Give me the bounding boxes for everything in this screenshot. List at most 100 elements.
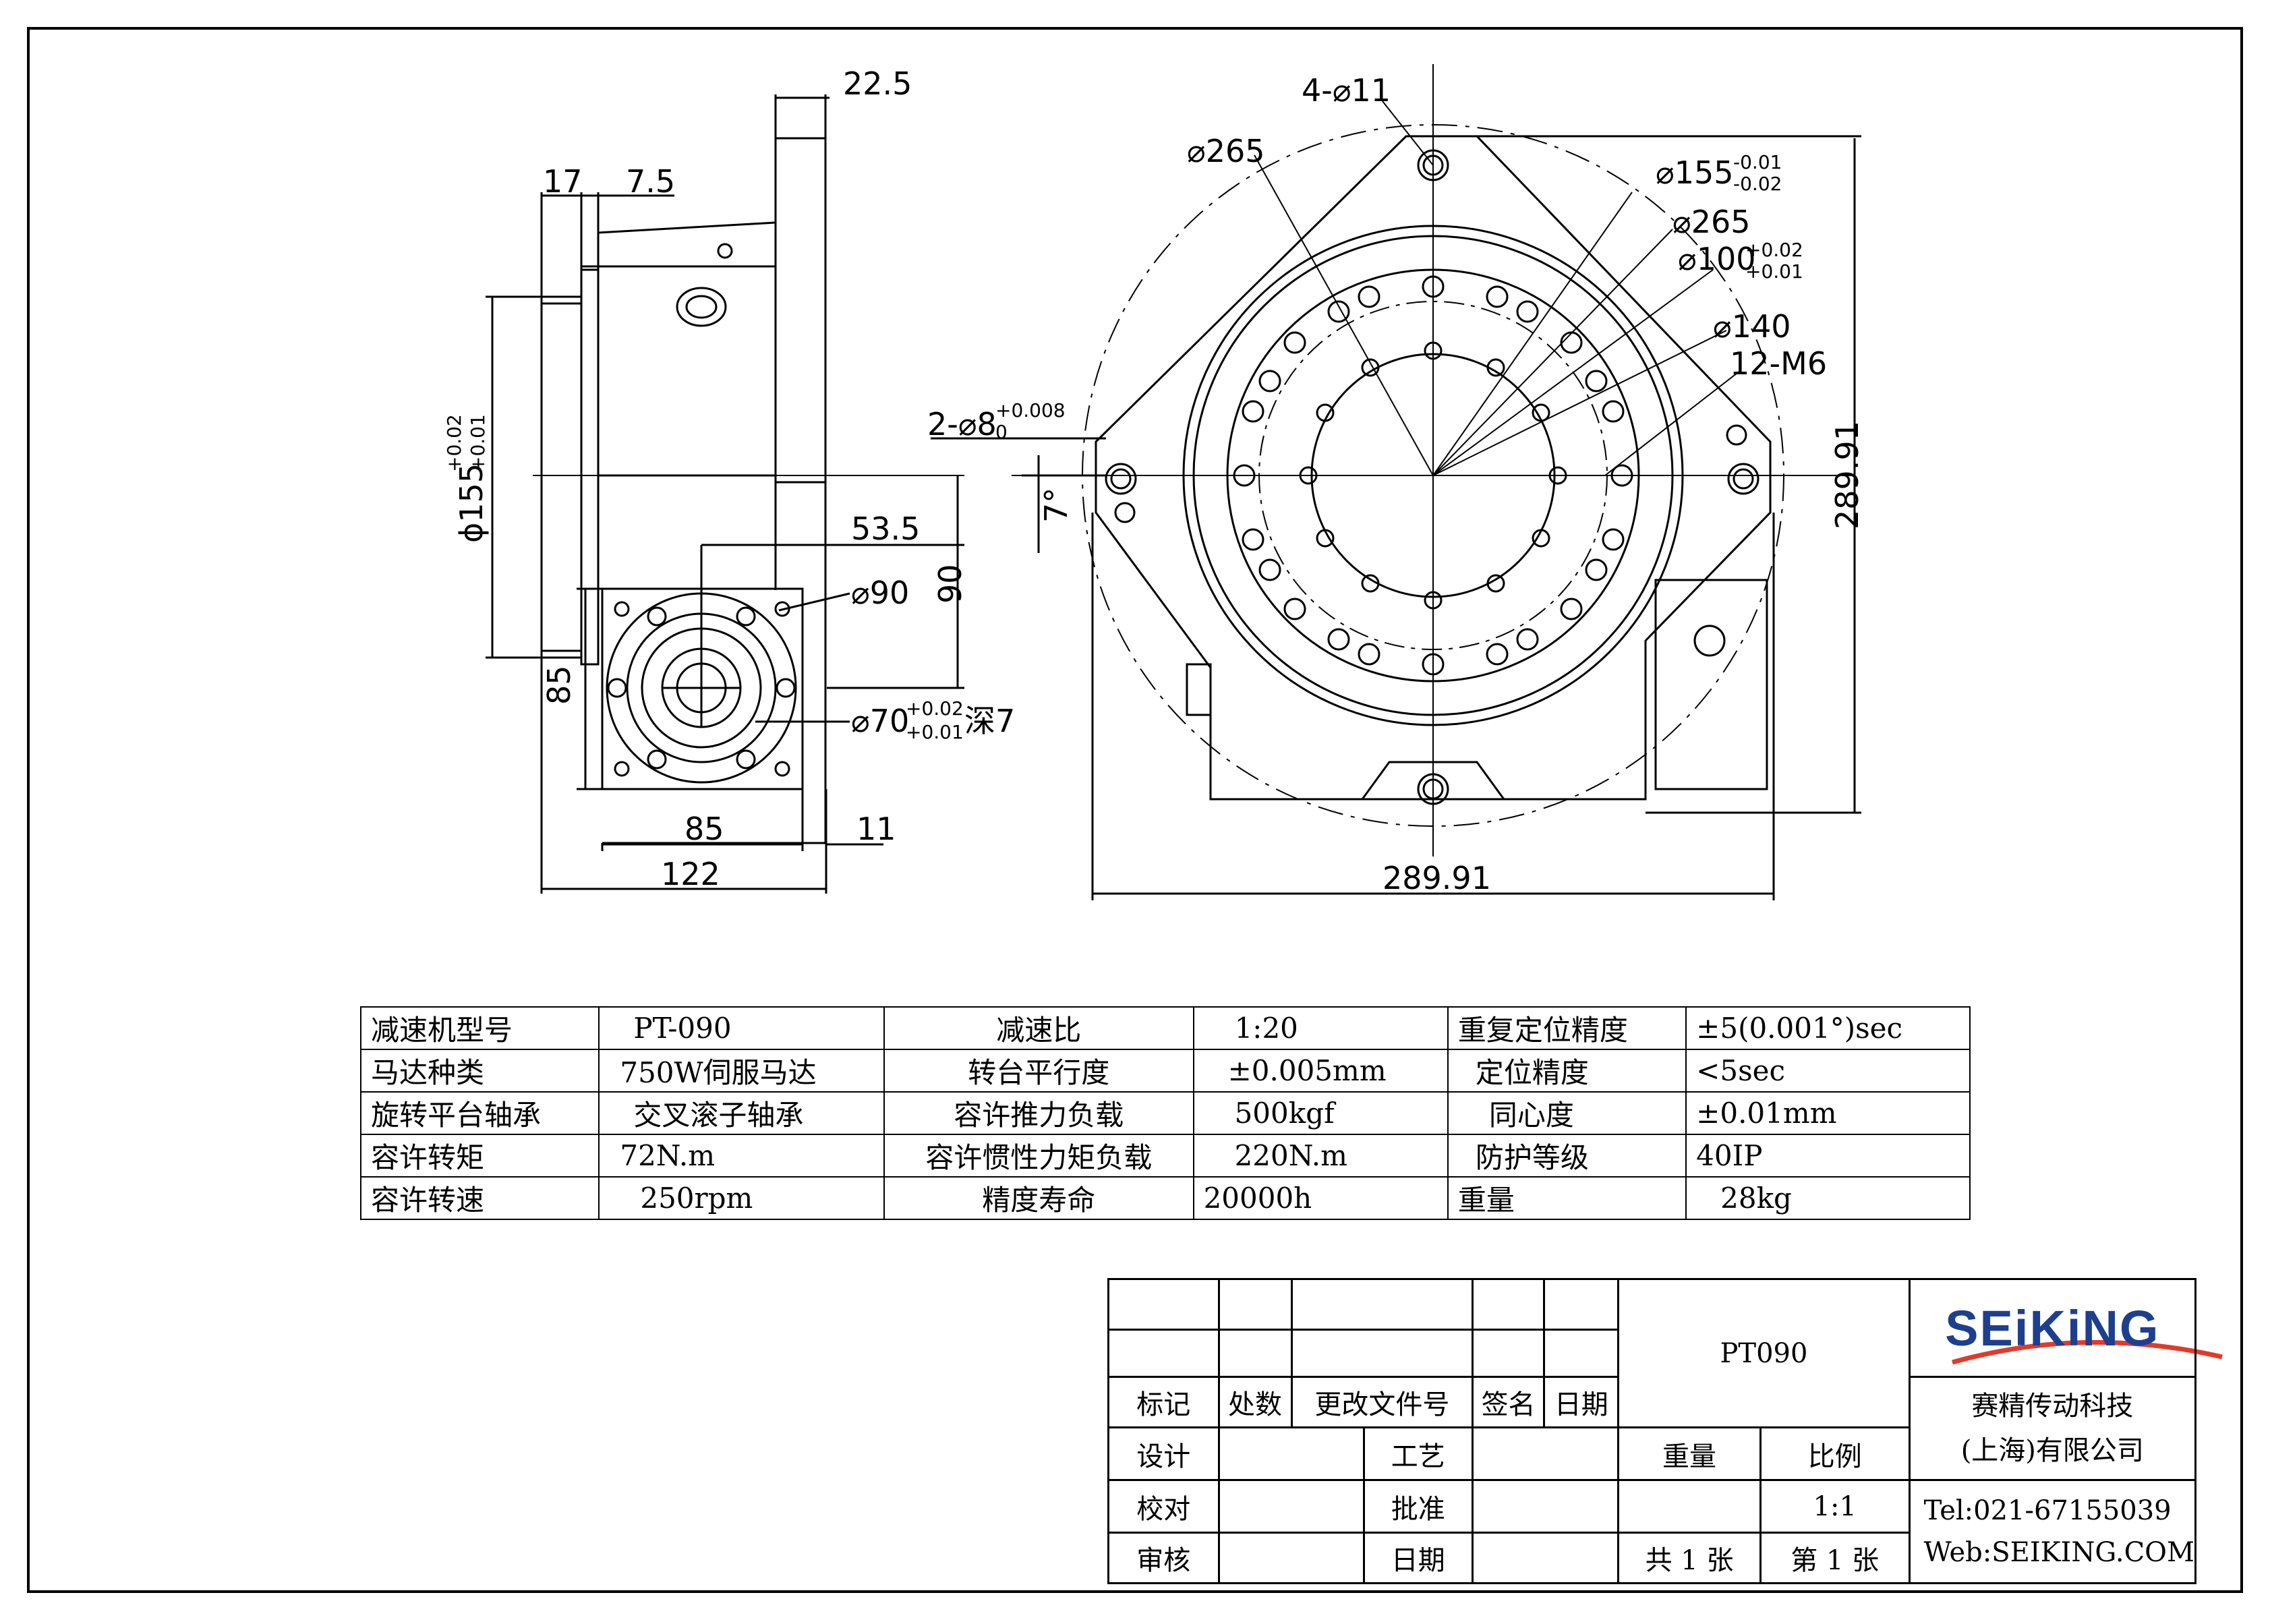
dim-dia100: ⌀100 xyxy=(1678,241,1756,277)
spec-cell: 精度寿命 xyxy=(883,1176,1194,1220)
contact-info: Tel:021-67155039 Web:SEIKING.COM xyxy=(1908,1479,2197,1584)
dim-dia155: ⌀155 xyxy=(1656,154,1734,191)
table-row: 容许转速 250rpm 精度寿命 20000h 重量 28kg xyxy=(359,1176,1971,1220)
sheet-number: 第 1 张 xyxy=(1759,1532,1911,1584)
spec-cell: ±0.01mm xyxy=(1685,1091,1971,1135)
dim-dia70-tol-lower: +0.01 xyxy=(906,721,964,743)
label-weight: 重量 xyxy=(1617,1426,1762,1481)
spec-cell: 容许惯性力矩负载 xyxy=(883,1134,1194,1178)
rev-header: 更改文件号 xyxy=(1290,1376,1474,1428)
spec-cell: 750W伺服马达 xyxy=(598,1049,885,1093)
dimension-labels: 22.5 17 7.5 ϕ155 +0.02 +0.01 53.5 90 ⌀90… xyxy=(443,65,1865,896)
logo-cell: SEiKiNG xyxy=(1908,1278,2197,1378)
spec-cell: 同心度 xyxy=(1447,1091,1687,1135)
dim-2-dia8: 2-⌀8 xyxy=(927,406,997,442)
dim-phi155-tol-upper: +0.02 xyxy=(443,414,465,472)
dim-4-dia11: 4-⌀11 xyxy=(1302,72,1391,109)
dim-dia100-tol-upper: +0.02 xyxy=(1745,239,1803,261)
web: Web:SEIKING.COM xyxy=(1923,1537,2194,1568)
label-process: 工艺 xyxy=(1362,1426,1474,1481)
dim-dia8-tol-lower: 0 xyxy=(995,421,1008,443)
label-scale: 比例 xyxy=(1759,1426,1911,1481)
company-logo: SEiKiNG xyxy=(1945,1300,2160,1356)
dim-7-5: 7.5 xyxy=(626,163,675,200)
dim-dia155-tol-lower: -0.02 xyxy=(1733,173,1782,195)
label-design: 设计 xyxy=(1107,1426,1220,1481)
dim-11: 11 xyxy=(856,811,896,847)
dim-phi155: ϕ155 xyxy=(453,463,490,543)
dim-dia265-inner: ⌀265 xyxy=(1672,204,1751,240)
spec-cell: 500kgf xyxy=(1192,1091,1449,1135)
scale-value: 1:1 xyxy=(1759,1479,1911,1534)
spec-cell: PT-090 xyxy=(598,1006,885,1050)
dim-depth7: 深7 xyxy=(964,703,1015,739)
dim-85-vert: 85 xyxy=(541,665,577,705)
top-view xyxy=(931,64,1861,900)
table-row: 容许转矩 72N.m 容许惯性力矩负载 220N.m 防护等级 40IP xyxy=(359,1134,1971,1178)
spec-cell: 72N.m xyxy=(598,1134,885,1178)
spec-cell: 1:20 xyxy=(1192,1006,1449,1050)
spec-cell: 容许推力负载 xyxy=(883,1091,1194,1135)
dim-289-91-horiz: 289.91 xyxy=(1383,860,1491,896)
spec-cell: 250rpm xyxy=(598,1176,885,1220)
bolt-ring-inner xyxy=(1299,341,1567,610)
company-line-1: 赛精传动科技 xyxy=(1971,1391,2134,1422)
sheet-border xyxy=(27,27,2243,1593)
dim-12-m6: 12-M6 xyxy=(1730,345,1827,382)
dim-289-91-vert: 289.91 xyxy=(1829,421,1865,529)
dim-dia100-tol-lower: +0.01 xyxy=(1745,260,1803,283)
spec-cell: 220N.m xyxy=(1192,1134,1449,1178)
dim-dia155-tol-upper: -0.01 xyxy=(1733,151,1782,173)
company-line-2: (上海)有限公司 xyxy=(1960,1435,2144,1466)
bolt-ring-outer xyxy=(1233,275,1633,676)
motor-block xyxy=(1654,579,1768,790)
label-audit: 审核 xyxy=(1107,1532,1220,1584)
spec-cell: 容许转速 xyxy=(359,1176,600,1220)
spec-cell: 重量 xyxy=(1447,1176,1687,1220)
spec-cell: <5sec xyxy=(1685,1049,1971,1093)
spec-cell: 交叉滚子轴承 xyxy=(598,1091,885,1135)
dim-dia140: ⌀140 xyxy=(1713,308,1791,345)
rev-header: 标记 xyxy=(1107,1376,1220,1428)
base-outline xyxy=(1095,135,1772,801)
rev-header: 日期 xyxy=(1543,1376,1620,1428)
housing-body xyxy=(597,221,777,477)
table-row: 旋转平台轴承 交叉滚子轴承 容许推力负载 500kgf 同心度 ±0.01mm xyxy=(359,1091,1971,1135)
dim-7-deg: 7° xyxy=(1038,488,1074,523)
tel: Tel:021-67155039 xyxy=(1923,1495,2172,1526)
dim-dia90: ⌀90 xyxy=(851,575,909,611)
spec-cell: 40IP xyxy=(1685,1134,1971,1178)
boss-hole xyxy=(676,287,727,327)
flange-plate xyxy=(774,137,827,484)
dim-17: 17 xyxy=(543,163,583,200)
rev-header: 签名 xyxy=(1472,1376,1546,1428)
dim-dia70: ⌀70 xyxy=(851,703,909,739)
company-name: 赛精传动科技 (上海)有限公司 xyxy=(1908,1376,2197,1481)
dim-53-5: 53.5 xyxy=(851,511,920,547)
label-date: 日期 xyxy=(1362,1532,1474,1584)
housing-step xyxy=(580,265,600,666)
title-block: PT090 SEiKiNG 标记 处数 更改文件号 签名 日期 赛精传动科技 (… xyxy=(1107,1278,2197,1584)
spec-table: 减速机型号 PT-090 减速比 1:20 重复定位精度 ±5(0.001°)s… xyxy=(359,1006,1971,1220)
dim-22-5: 22.5 xyxy=(843,65,912,102)
dim-dia265-outer: ⌀265 xyxy=(1187,133,1265,169)
spec-cell: 定位精度 xyxy=(1447,1049,1687,1093)
dim-phi155-tol-lower: +0.01 xyxy=(467,414,489,472)
rev-header: 处数 xyxy=(1217,1376,1293,1428)
dim-dia8-tol-upper: +0.008 xyxy=(995,399,1066,422)
spec-cell: 转台平行度 xyxy=(883,1049,1194,1093)
spec-cell: 防护等级 xyxy=(1447,1134,1687,1178)
table-disk xyxy=(540,295,583,659)
dim-85-horiz: 85 xyxy=(685,811,724,847)
motor-bolt-holes xyxy=(607,601,796,777)
dim-dia70-tol-upper: +0.02 xyxy=(906,697,964,720)
table-row: 马达种类 750W伺服马达 转台平行度 ±0.005mm 定位精度 <5sec xyxy=(359,1049,1971,1093)
spec-cell: 20000h xyxy=(1192,1176,1449,1220)
spec-cell: 减速机型号 xyxy=(359,1006,600,1050)
label-approve: 批准 xyxy=(1362,1479,1474,1534)
spec-cell: ±0.005mm xyxy=(1192,1049,1449,1093)
sheet-total: 共 1 张 xyxy=(1617,1532,1762,1584)
part-number: PT090 xyxy=(1617,1278,1911,1428)
